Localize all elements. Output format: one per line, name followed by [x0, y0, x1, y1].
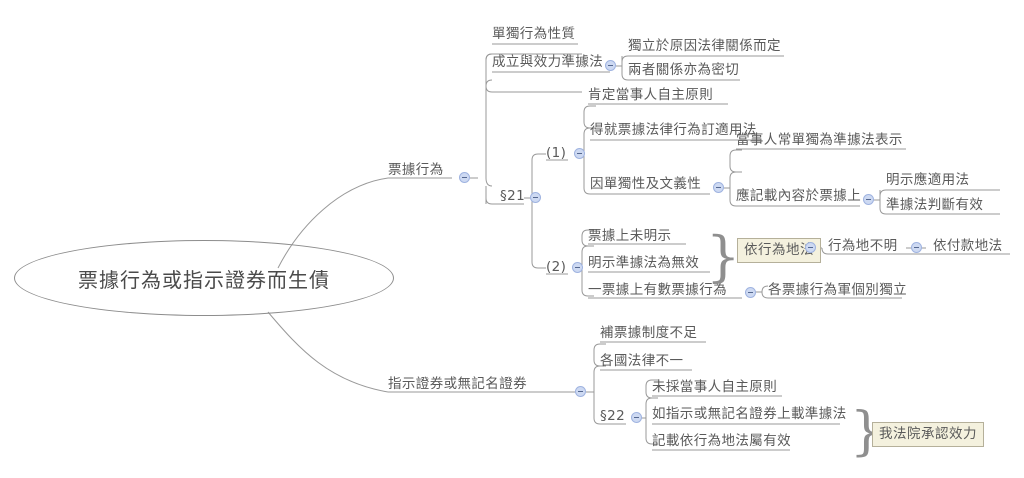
node-label: 明示準據法為無效 — [588, 255, 700, 271]
node-未採當事人自主原則[interactable]: 未採當事人自主原則 — [652, 379, 777, 395]
node-如指示或無記名證券上載準據法[interactable]: 如指示或無記名證券上載準據法 — [652, 406, 847, 422]
node-label: 成立與效力準據法 — [492, 54, 604, 70]
collapse-toggle-icon[interactable] — [530, 192, 541, 203]
node-label: 記載依行為地法屬有效 — [652, 433, 791, 449]
node-label: 準據法判斷有效 — [886, 197, 984, 213]
collapse-toggle-icon[interactable] — [572, 262, 583, 273]
node-label: 明示應適用法 — [886, 172, 970, 188]
node-準據法判斷有效[interactable]: 準據法判斷有效 — [886, 197, 983, 213]
highlight-我法院承認效力[interactable]: 我法院承認效力 — [872, 422, 984, 447]
node-label: 依付款地法 — [933, 238, 1003, 254]
root-node[interactable]: 票據行為或指示證券而生債 — [14, 240, 394, 316]
node-得就票據法律行為訂適用法[interactable]: 得就票據法律行為訂適用法 — [590, 122, 757, 138]
node-label: 一票據上有數票據行為 — [588, 282, 727, 298]
node-§22[interactable]: §22 — [600, 408, 625, 424]
node-獨立於原因法律關係而定[interactable]: 獨立於原因法律關係而定 — [628, 38, 781, 54]
node-(2)[interactable]: (2) — [546, 259, 566, 275]
node-票據行為[interactable]: 票據行為 — [388, 162, 444, 178]
collapse-toggle-icon[interactable] — [911, 242, 922, 253]
node-明示準據法為無效[interactable]: 明示準據法為無效 — [588, 255, 699, 271]
node-label: 各國法律不一 — [600, 353, 684, 369]
highlight-label: 我法院承認效力 — [879, 426, 977, 442]
node-label: 獨立於原因法律關係而定 — [628, 38, 781, 54]
node-兩者關係亦為密切[interactable]: 兩者關係亦為密切 — [628, 62, 739, 78]
collapse-toggle-icon[interactable] — [745, 287, 756, 298]
node-明示應適用法[interactable]: 明示應適用法 — [886, 172, 969, 188]
node-label: 單獨行為性質 — [492, 26, 576, 42]
node-label: 票據上未明示 — [588, 228, 672, 244]
node-label: 補票據制度不足 — [600, 325, 698, 341]
node-指示證券或無記名證券[interactable]: 指示證券或無記名證券 — [388, 376, 527, 392]
collapse-toggle-icon[interactable] — [574, 148, 585, 159]
node-label: 應記載內容於票據上 — [736, 188, 862, 204]
node-當事人常單獨為準據法表示[interactable]: 當事人常單獨為準據法表示 — [736, 132, 903, 148]
node-label: 因單獨性及文義性 — [590, 176, 702, 192]
node-label: 肯定當事人自主原則 — [588, 87, 714, 103]
node-肯定當事人自主原則[interactable]: 肯定當事人自主原則 — [588, 87, 713, 103]
node-各國法律不一[interactable]: 各國法律不一 — [600, 353, 683, 369]
node-label: 得就票據法律行為訂適用法 — [590, 122, 757, 138]
highlight-label: 依行為地法 — [744, 242, 814, 258]
node-單獨行為性質[interactable]: 單獨行為性質 — [492, 26, 575, 42]
node-記載依行為地法屬有效[interactable]: 記載依行為地法屬有效 — [652, 433, 791, 449]
node-因單獨性及文義性[interactable]: 因單獨性及文義性 — [590, 176, 701, 192]
node-label: 票據行為 — [388, 162, 444, 178]
collapse-toggle-icon[interactable] — [805, 242, 816, 253]
node-label: 當事人常單獨為準據法表示 — [736, 132, 903, 148]
node-label: 指示證券或無記名證券 — [388, 376, 527, 392]
node-各票據行為軍個別獨立[interactable]: 各票據行為軍個別獨立 — [768, 282, 907, 298]
collapse-toggle-icon[interactable] — [863, 194, 874, 205]
node-(1)[interactable]: (1) — [546, 145, 566, 161]
collapse-toggle-icon[interactable] — [459, 172, 470, 183]
node-label: (2) — [546, 259, 567, 275]
node-一票據上有數票據行為[interactable]: 一票據上有數票據行為 — [588, 282, 727, 298]
node-label: 未採當事人自主原則 — [652, 379, 778, 395]
node-成立與效力準據法[interactable]: 成立與效力準據法 — [492, 54, 603, 70]
node-label: §21 — [500, 188, 526, 204]
node-label: 各票據行為軍個別獨立 — [768, 282, 907, 298]
collapse-toggle-icon[interactable] — [631, 412, 642, 423]
node-label: §22 — [600, 408, 626, 424]
node-應記載內容於票據上[interactable]: 應記載內容於票據上 — [736, 188, 861, 204]
node-label: (1) — [546, 145, 567, 161]
node-label: 如指示或無記名證券上載準據法 — [652, 406, 847, 422]
node-行為地不明[interactable]: 行為地不明 — [828, 238, 898, 254]
collapse-toggle-icon[interactable] — [605, 60, 616, 71]
collapse-toggle-icon[interactable] — [713, 182, 724, 193]
node-§21[interactable]: §21 — [500, 188, 525, 204]
root-label: 票據行為或指示證券而生債 — [78, 267, 330, 292]
node-label: 兩者關係亦為密切 — [628, 62, 740, 78]
node-票據上未明示[interactable]: 票據上未明示 — [588, 228, 671, 244]
node-補票據制度不足[interactable]: 補票據制度不足 — [600, 325, 697, 341]
node-依付款地法[interactable]: 依付款地法 — [933, 238, 1003, 254]
node-label: 行為地不明 — [828, 238, 898, 254]
collapse-toggle-icon[interactable] — [575, 386, 586, 397]
curly-brace-icon: } — [706, 225, 741, 288]
